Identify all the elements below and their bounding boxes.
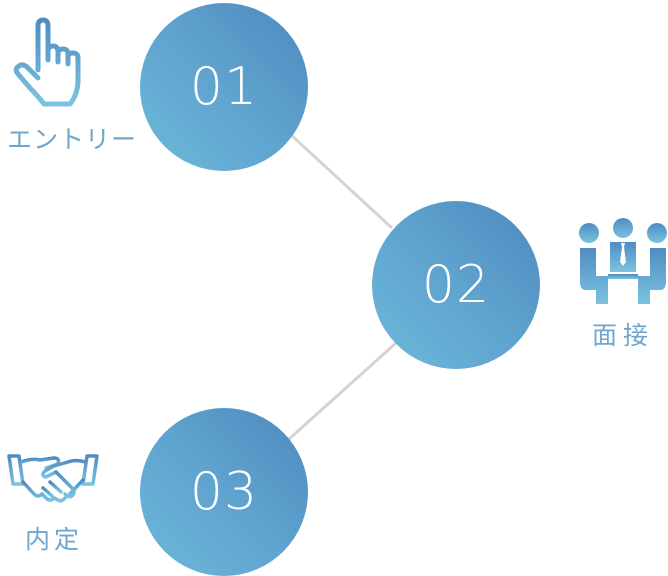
step-label-offer: 内定	[24, 525, 83, 554]
step-label-interview: 面接	[591, 321, 654, 350]
connector-line-1-2	[288, 132, 394, 230]
step-circle-02: 02	[372, 201, 540, 369]
step-label-entry: エントリー	[6, 125, 137, 154]
step-circle-03: 03	[140, 408, 308, 576]
pointing-hand-icon	[13, 17, 81, 107]
step-number: 02	[421, 255, 491, 315]
handshake-icon	[7, 454, 99, 503]
step-number: 03	[189, 462, 259, 522]
connector-line-2-3	[286, 341, 398, 442]
step-number: 01	[189, 57, 259, 117]
step-circle-01: 01	[140, 3, 308, 171]
interview-people-icon	[579, 218, 667, 304]
